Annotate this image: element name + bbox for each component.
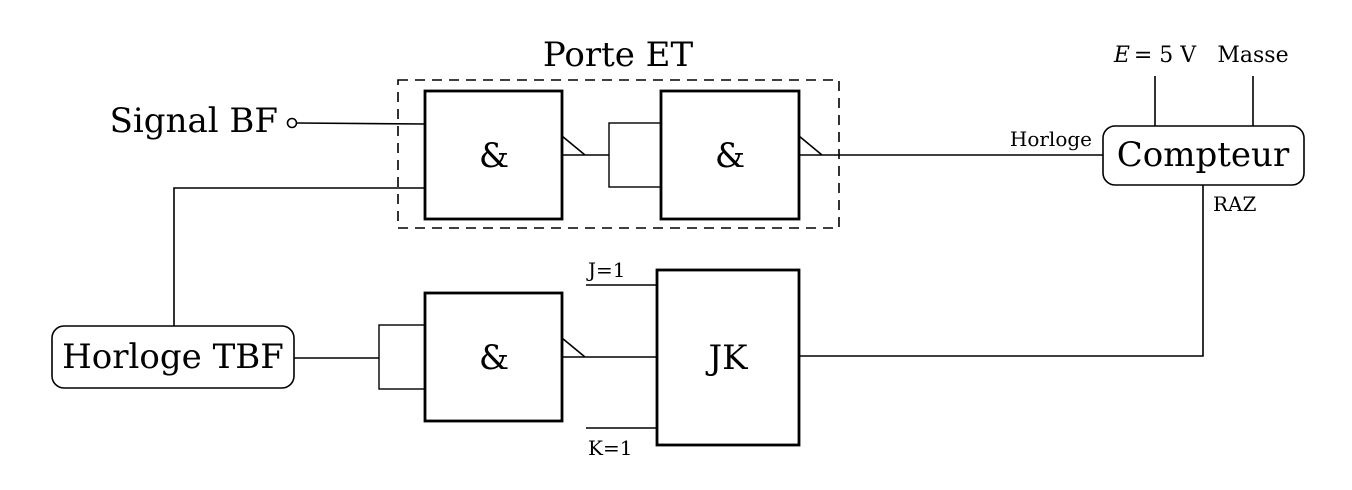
signal-bf-terminal	[286, 117, 298, 129]
and-gate-1	[423, 89, 564, 221]
and-gate-1-output-notch	[561, 135, 586, 156]
gate2-tied-inputs	[608, 122, 662, 188]
and-gate-3-output-notch	[561, 337, 586, 358]
counter-clock-pin-label: Horloge	[1010, 127, 1092, 151]
wire-jk-to-reset	[800, 185, 1204, 357]
ground-label: Masse	[1217, 43, 1288, 68]
gate3-tied-inputs	[378, 324, 426, 390]
k-input-label: K=1	[588, 436, 632, 460]
counter-label: Compteur	[1117, 135, 1290, 175]
supply-symbol: E	[1113, 43, 1130, 68]
supply-label: E= 5 V	[1113, 43, 1197, 68]
clock-tbf-box	[51, 325, 295, 389]
and-gate-3-symbol: &	[479, 338, 509, 378]
and-gate-2	[659, 89, 801, 221]
porte-et-dashed-box	[397, 79, 840, 229]
jk-label: JK	[705, 338, 748, 378]
and-gate-2-output-notch	[798, 135, 823, 156]
j-input-label: J=1	[586, 258, 626, 282]
counter-reset-pin-label: RAZ	[1213, 192, 1257, 216]
wire-signal-bf	[296, 122, 426, 125]
jk-flipflop	[655, 268, 801, 447]
supply-value: = 5 V	[1134, 43, 1197, 68]
signal-bf-label: Signal BF	[110, 101, 278, 141]
and-gate-3	[423, 291, 564, 423]
clock-tbf-label: Horloge TBF	[62, 337, 284, 377]
group-title: Porte ET	[543, 35, 694, 75]
wire-clock-tbf-to-gate1	[173, 187, 425, 326]
and-gate-1-symbol: &	[479, 136, 509, 176]
and-gate-2-symbol: &	[715, 136, 745, 176]
